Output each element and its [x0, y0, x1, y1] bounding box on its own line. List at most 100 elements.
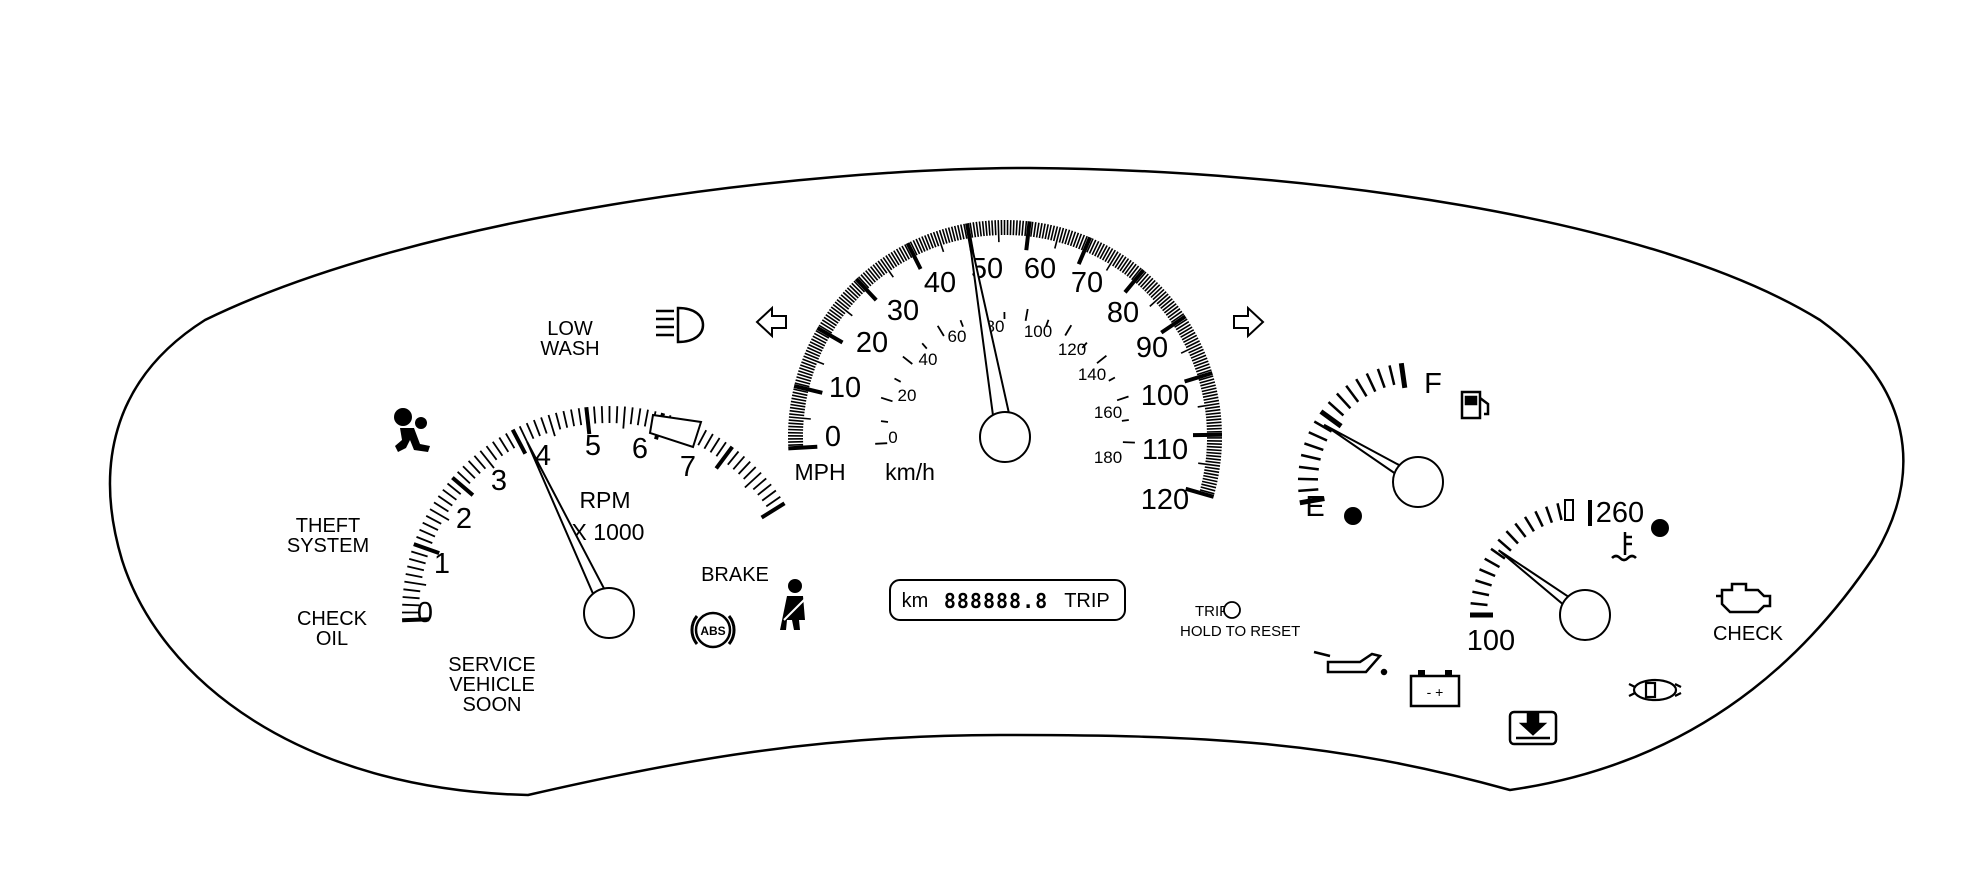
- tach-tick: [433, 501, 449, 513]
- speedo-tick: [904, 244, 913, 259]
- kmh-tick: [1121, 419, 1129, 422]
- speedo-tick: [901, 245, 910, 260]
- fuel-tick: [1298, 465, 1319, 471]
- speedo-tick: [890, 251, 900, 266]
- kmh-label-60: 60: [948, 327, 967, 346]
- speedo-tick: [1206, 451, 1222, 455]
- speedo-tick: [812, 335, 827, 344]
- speedo-tick: [816, 326, 844, 345]
- fuel-low-dot: [1344, 507, 1362, 525]
- temp-tick: [1470, 602, 1488, 607]
- coolant-level-icon: [1508, 710, 1558, 746]
- speedo-tick: [1196, 369, 1212, 376]
- temp-high-label: 260: [1596, 497, 1644, 529]
- speedo-tick: [827, 311, 841, 322]
- fuel-tick: [1313, 420, 1333, 433]
- speedo-tick: [957, 225, 962, 240]
- kmh-tick: [894, 377, 902, 383]
- speedo-tick: [1202, 477, 1218, 483]
- speedo-tick: [794, 382, 810, 388]
- right-turn-arrow-icon: [1233, 305, 1265, 339]
- speedo-tick: [1206, 415, 1222, 419]
- kmh-label-0: 0: [888, 428, 897, 447]
- speedo-tick: [1032, 222, 1037, 238]
- speedo-tick: [1131, 267, 1142, 281]
- kmh-tick: [1081, 342, 1088, 349]
- cluster-bezel: [108, 166, 1905, 797]
- tach-label-3: 3: [491, 465, 507, 497]
- speedo-tick: [793, 388, 809, 394]
- speedo-tick: [1052, 226, 1059, 242]
- speedo-tick: [846, 287, 859, 299]
- speedo-tick: [1146, 282, 1159, 294]
- tach-label-1: 1: [434, 548, 450, 580]
- speedo-tick: [798, 370, 813, 377]
- speedo-tick: [802, 358, 817, 366]
- fuel-pump-icon: [1460, 390, 1490, 420]
- temp-tick: [1484, 557, 1501, 569]
- speedo-tick: [791, 394, 807, 399]
- speedo-tick: [1038, 223, 1043, 239]
- speedo-tick: [1204, 405, 1221, 410]
- speedo-tick: [997, 220, 1000, 243]
- speedo-tick: [963, 223, 968, 239]
- speedo-tick: [1195, 366, 1211, 373]
- speedo-tick: [1201, 480, 1217, 486]
- speedo-tick: [796, 376, 812, 382]
- tach-tick: [714, 445, 734, 470]
- speedo-tick: [1203, 472, 1219, 477]
- speedo-tick: [1142, 277, 1154, 290]
- fuel-gauge-hub: [1392, 456, 1444, 508]
- mph-label-60: 60: [1024, 253, 1056, 285]
- speedo-tick: [1149, 291, 1167, 307]
- security-car-icon: [1628, 678, 1682, 702]
- speedo-tick: [806, 346, 822, 355]
- kmh-scale-ticks: [875, 308, 1135, 445]
- mph-label-100: 100: [1141, 380, 1189, 412]
- tach-tick: [408, 558, 426, 565]
- speedo-tick: [792, 391, 808, 397]
- tach-tick: [416, 536, 433, 544]
- tach-tick: [403, 588, 421, 593]
- speedo-tick: [972, 222, 977, 238]
- kmh-tick: [921, 342, 928, 350]
- mph-label-80: 80: [1107, 297, 1139, 329]
- speedo-tick: [1175, 321, 1190, 331]
- speedo-tick: [975, 221, 980, 237]
- speedo-tick: [1206, 454, 1222, 458]
- trip-reset-control[interactable]: TRIP HOLD TO RESET: [1180, 601, 1300, 640]
- speedo-tick: [842, 291, 855, 303]
- speedo-tick: [865, 270, 876, 283]
- tach-tick: [643, 409, 649, 427]
- speedo-tick: [1204, 469, 1220, 474]
- speedo-tick: [1119, 258, 1130, 272]
- kmh-tick: [1024, 308, 1029, 321]
- speedo-tick: [834, 301, 853, 317]
- speedo-tick: [1162, 300, 1175, 312]
- fuel-tick: [1303, 442, 1324, 452]
- kmh-tick: [1064, 324, 1073, 336]
- speedo-tick: [1184, 337, 1199, 346]
- trip-reset-button[interactable]: [1223, 601, 1241, 619]
- speedo-tick: [1180, 329, 1195, 338]
- tach-tick: [451, 476, 475, 497]
- speedo-tick: [1058, 227, 1065, 243]
- check-oil-line2: OIL: [316, 628, 348, 650]
- tach-label-6: 6: [632, 433, 648, 465]
- mph-unit-label: MPH: [794, 459, 845, 485]
- tach-tick: [715, 441, 727, 457]
- speedo-tick: [1128, 265, 1140, 279]
- tach-tick: [525, 422, 535, 440]
- speedo-tick: [1156, 293, 1169, 305]
- tach-tick: [429, 508, 450, 521]
- speedo-tick: [1044, 224, 1049, 240]
- headlamp-icon: [656, 306, 705, 344]
- temp-tick: [1490, 547, 1506, 560]
- tach-tick: [752, 477, 767, 491]
- speedo-tick: [1194, 363, 1210, 370]
- tach-tick: [419, 528, 436, 538]
- speedo-tick: [1107, 249, 1116, 264]
- tach-tick: [462, 465, 476, 479]
- speedo-tick: [1203, 474, 1219, 480]
- tach-tick: [629, 407, 634, 425]
